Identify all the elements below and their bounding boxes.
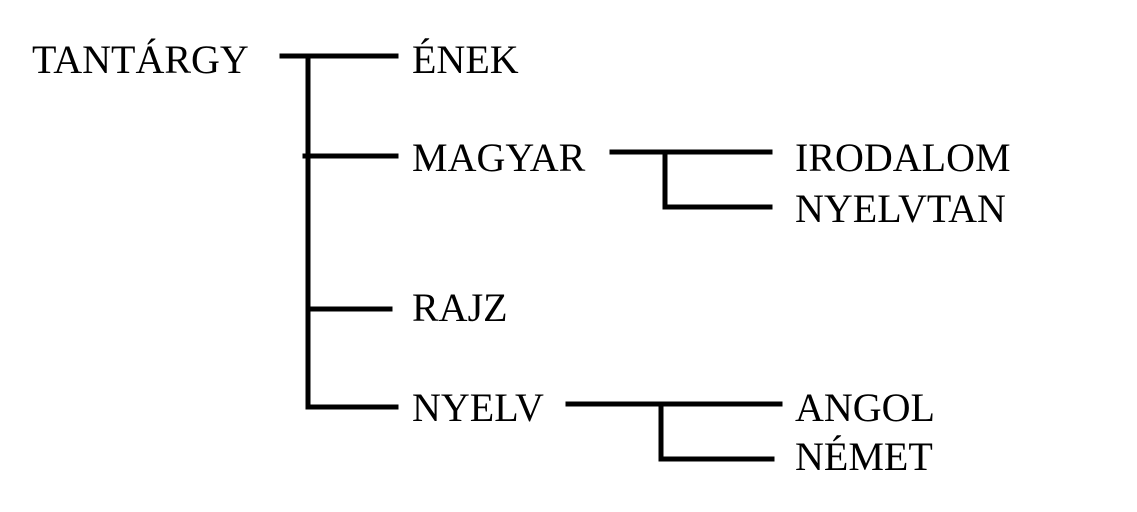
node-root-tantargy: TANTÁRGY — [32, 37, 249, 82]
node-magyar: MAGYAR — [412, 135, 586, 180]
node-irodalom: IRODALOM — [795, 135, 1011, 180]
node-nyelvtan: NYELVTAN — [795, 186, 1006, 231]
node-nemet: NÉMET — [795, 434, 933, 479]
node-nyelv: NYELV — [412, 385, 544, 430]
node-rajz: RAJZ — [412, 285, 508, 330]
node-enek: ÉNEK — [412, 37, 519, 82]
node-angol: ANGOL — [795, 385, 935, 430]
